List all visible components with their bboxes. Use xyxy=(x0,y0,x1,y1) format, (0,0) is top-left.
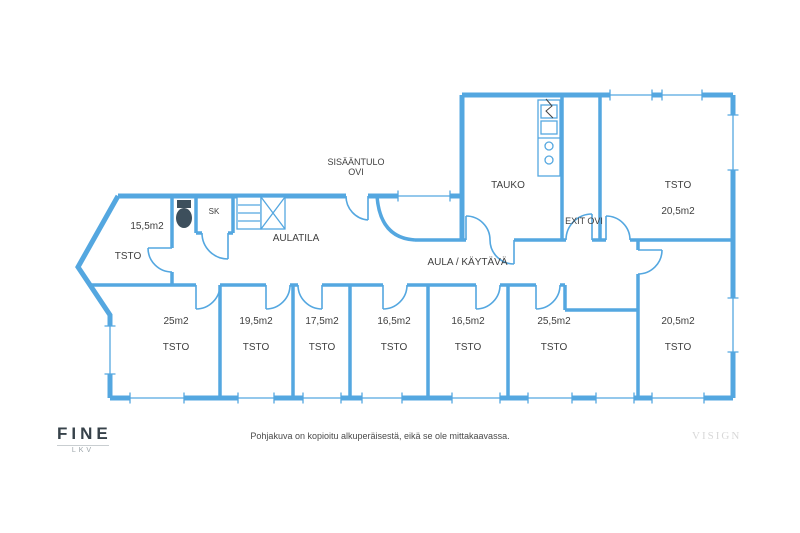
room-label-aulatila: AULATILA xyxy=(272,233,320,244)
window-icon xyxy=(451,392,501,404)
window-icon xyxy=(727,114,739,171)
visign-watermark: VISIGN xyxy=(692,430,742,442)
windows xyxy=(104,89,739,404)
window-icon xyxy=(651,392,705,404)
room-label-left-type: TSTO xyxy=(114,251,142,262)
room-label-type: TSTO xyxy=(380,342,408,353)
room-label-type: TSTO xyxy=(308,342,336,353)
room-label-type: TSTO xyxy=(162,342,190,353)
room-label-type: TSTO xyxy=(454,342,482,353)
room-label-sk: SK xyxy=(208,207,220,216)
bottom-right-office-door-icon xyxy=(637,249,663,275)
room-label-area: 20,5m2 xyxy=(661,316,695,327)
office-door-icon xyxy=(195,284,221,310)
office-door-icon xyxy=(297,284,323,310)
electrical-symbol xyxy=(545,98,554,119)
entrance-label-line2: OVI xyxy=(348,167,364,177)
window-icon xyxy=(104,325,116,375)
room-label-area: 17,5m2 xyxy=(305,316,339,327)
office-door-icon xyxy=(475,284,501,310)
corridor-door-icon xyxy=(489,239,515,265)
window-icon xyxy=(661,89,703,101)
office-door-icon xyxy=(382,284,408,310)
room-label-type: TSTO xyxy=(664,342,692,353)
window-icon xyxy=(727,297,739,353)
top-right-office-door-icon xyxy=(605,215,631,241)
exit-door-icon xyxy=(565,213,593,241)
window-icon xyxy=(361,392,403,404)
room-label-corridor: AULA / KÄYTÄVÄ xyxy=(427,257,508,268)
room-label-area: 16,5m2 xyxy=(377,316,411,327)
room-label-area: 25,5m2 xyxy=(537,316,571,327)
fine-logo-text: FINE xyxy=(57,424,112,443)
office-door-icon xyxy=(535,284,561,310)
room-label-exit: EXIT OVI xyxy=(565,216,603,226)
sk-door-icon xyxy=(201,232,229,260)
room-label-top-right-area: 20,5m2 xyxy=(661,206,695,217)
room-label-area: 16,5m2 xyxy=(451,316,485,327)
room-label-left-area: 15,5m2 xyxy=(130,221,164,232)
room-label-type: TSTO xyxy=(242,342,270,353)
room-label-area: 25m2 xyxy=(163,316,189,327)
entrance-label-line1: SISÄÄNTULO xyxy=(327,157,385,167)
fine-logo-sub: LKV xyxy=(57,445,109,454)
room-label-type: TSTO xyxy=(540,342,568,353)
room-label-area: 19,5m2 xyxy=(239,316,273,327)
window-icon xyxy=(527,392,573,404)
cabinet-unit xyxy=(236,196,286,230)
fine-logo: FINE LKV xyxy=(57,424,109,454)
window-icon xyxy=(595,392,635,404)
kitchen-unit xyxy=(537,99,561,177)
entrance-label: SISÄÄNTULO OVI xyxy=(306,157,406,177)
left-office-door-icon xyxy=(147,247,173,273)
window-icon xyxy=(237,392,275,404)
room-label-top-right-type: TSTO xyxy=(664,180,692,191)
disclaimer-text: Pohjakuva on kopioitu alkuperäisestä, ei… xyxy=(250,431,510,441)
interior-walls xyxy=(90,95,733,398)
entrance-door-icon xyxy=(345,195,369,221)
window-icon xyxy=(129,392,185,404)
window-icon xyxy=(609,89,653,101)
room-label-tauko: TAUKO xyxy=(491,180,525,191)
tauko-door-icon xyxy=(465,215,491,241)
door-icons xyxy=(147,195,663,310)
window-icon xyxy=(302,392,342,404)
window-icon xyxy=(397,190,451,202)
toilet-icon xyxy=(176,200,192,228)
office-door-icon xyxy=(265,284,291,310)
